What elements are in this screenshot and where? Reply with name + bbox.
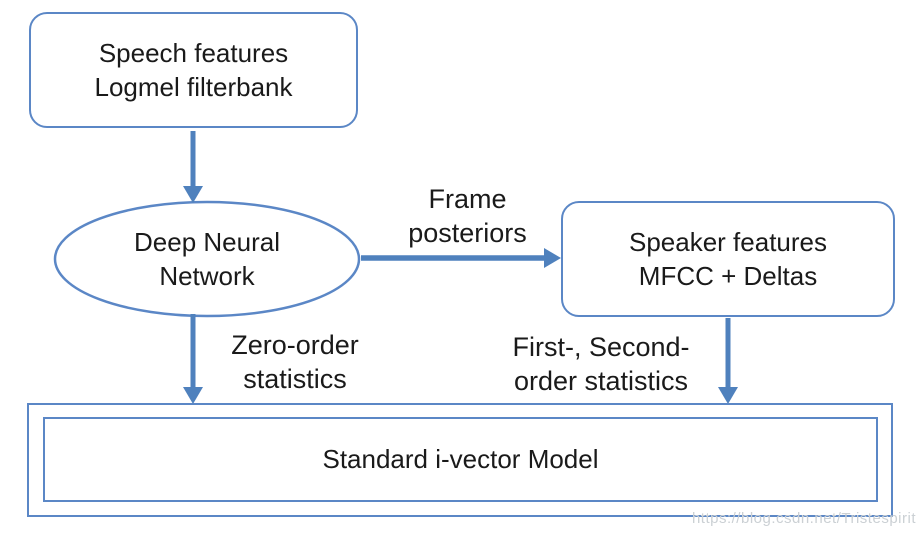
dnn-ellipse-shape	[53, 200, 361, 318]
csdn-watermark: https://blog.csdn.net/Tristespirit	[691, 510, 916, 527]
node-dnn-line2: Network	[159, 261, 255, 291]
edge-label-zero-order-statistics: Zero-order statistics	[200, 328, 390, 396]
edge-label-first-second-line2: order statistics	[513, 366, 689, 396]
edge-label-frame-posteriors: Frame posteriors	[385, 182, 550, 250]
edge-label-first-second-order-statistics: First-, Second- order statistics	[478, 330, 724, 398]
arrow-speech-to-dnn	[183, 131, 203, 203]
arrow-dnn-to-speaker	[361, 248, 561, 268]
node-dnn-line1: Deep Neural	[134, 227, 280, 257]
arrow-dnn-to-ivector	[183, 314, 203, 404]
node-speech-features-line2: Logmel filterbank	[94, 72, 293, 102]
node-speaker-features-line1: Speaker features	[628, 227, 827, 257]
node-ivector-model-label: Standard i-vector Model	[322, 444, 599, 474]
node-ivector-model-inner: Standard i-vector Model	[43, 417, 878, 502]
node-deep-neural-network: Deep Neural Network	[55, 202, 359, 316]
node-speaker-features: Speaker features MFCC + Deltas	[561, 201, 895, 317]
edge-label-frame-posteriors-line1: Frame	[428, 184, 507, 214]
node-speaker-features-line2: MFCC + Deltas	[638, 261, 818, 291]
node-speech-features-line1: Speech features	[98, 38, 289, 68]
edge-label-frame-posteriors-line2: posteriors	[408, 218, 527, 248]
node-ivector-model-outer: Standard i-vector Model	[27, 403, 893, 517]
edge-label-first-second-line1: First-, Second-	[512, 332, 690, 362]
arrow-speaker-to-ivector	[718, 318, 738, 404]
edge-label-zero-order-line2: statistics	[243, 364, 347, 394]
edge-label-zero-order-line1: Zero-order	[231, 330, 359, 360]
node-speech-features: Speech features Logmel filterbank	[29, 12, 358, 128]
